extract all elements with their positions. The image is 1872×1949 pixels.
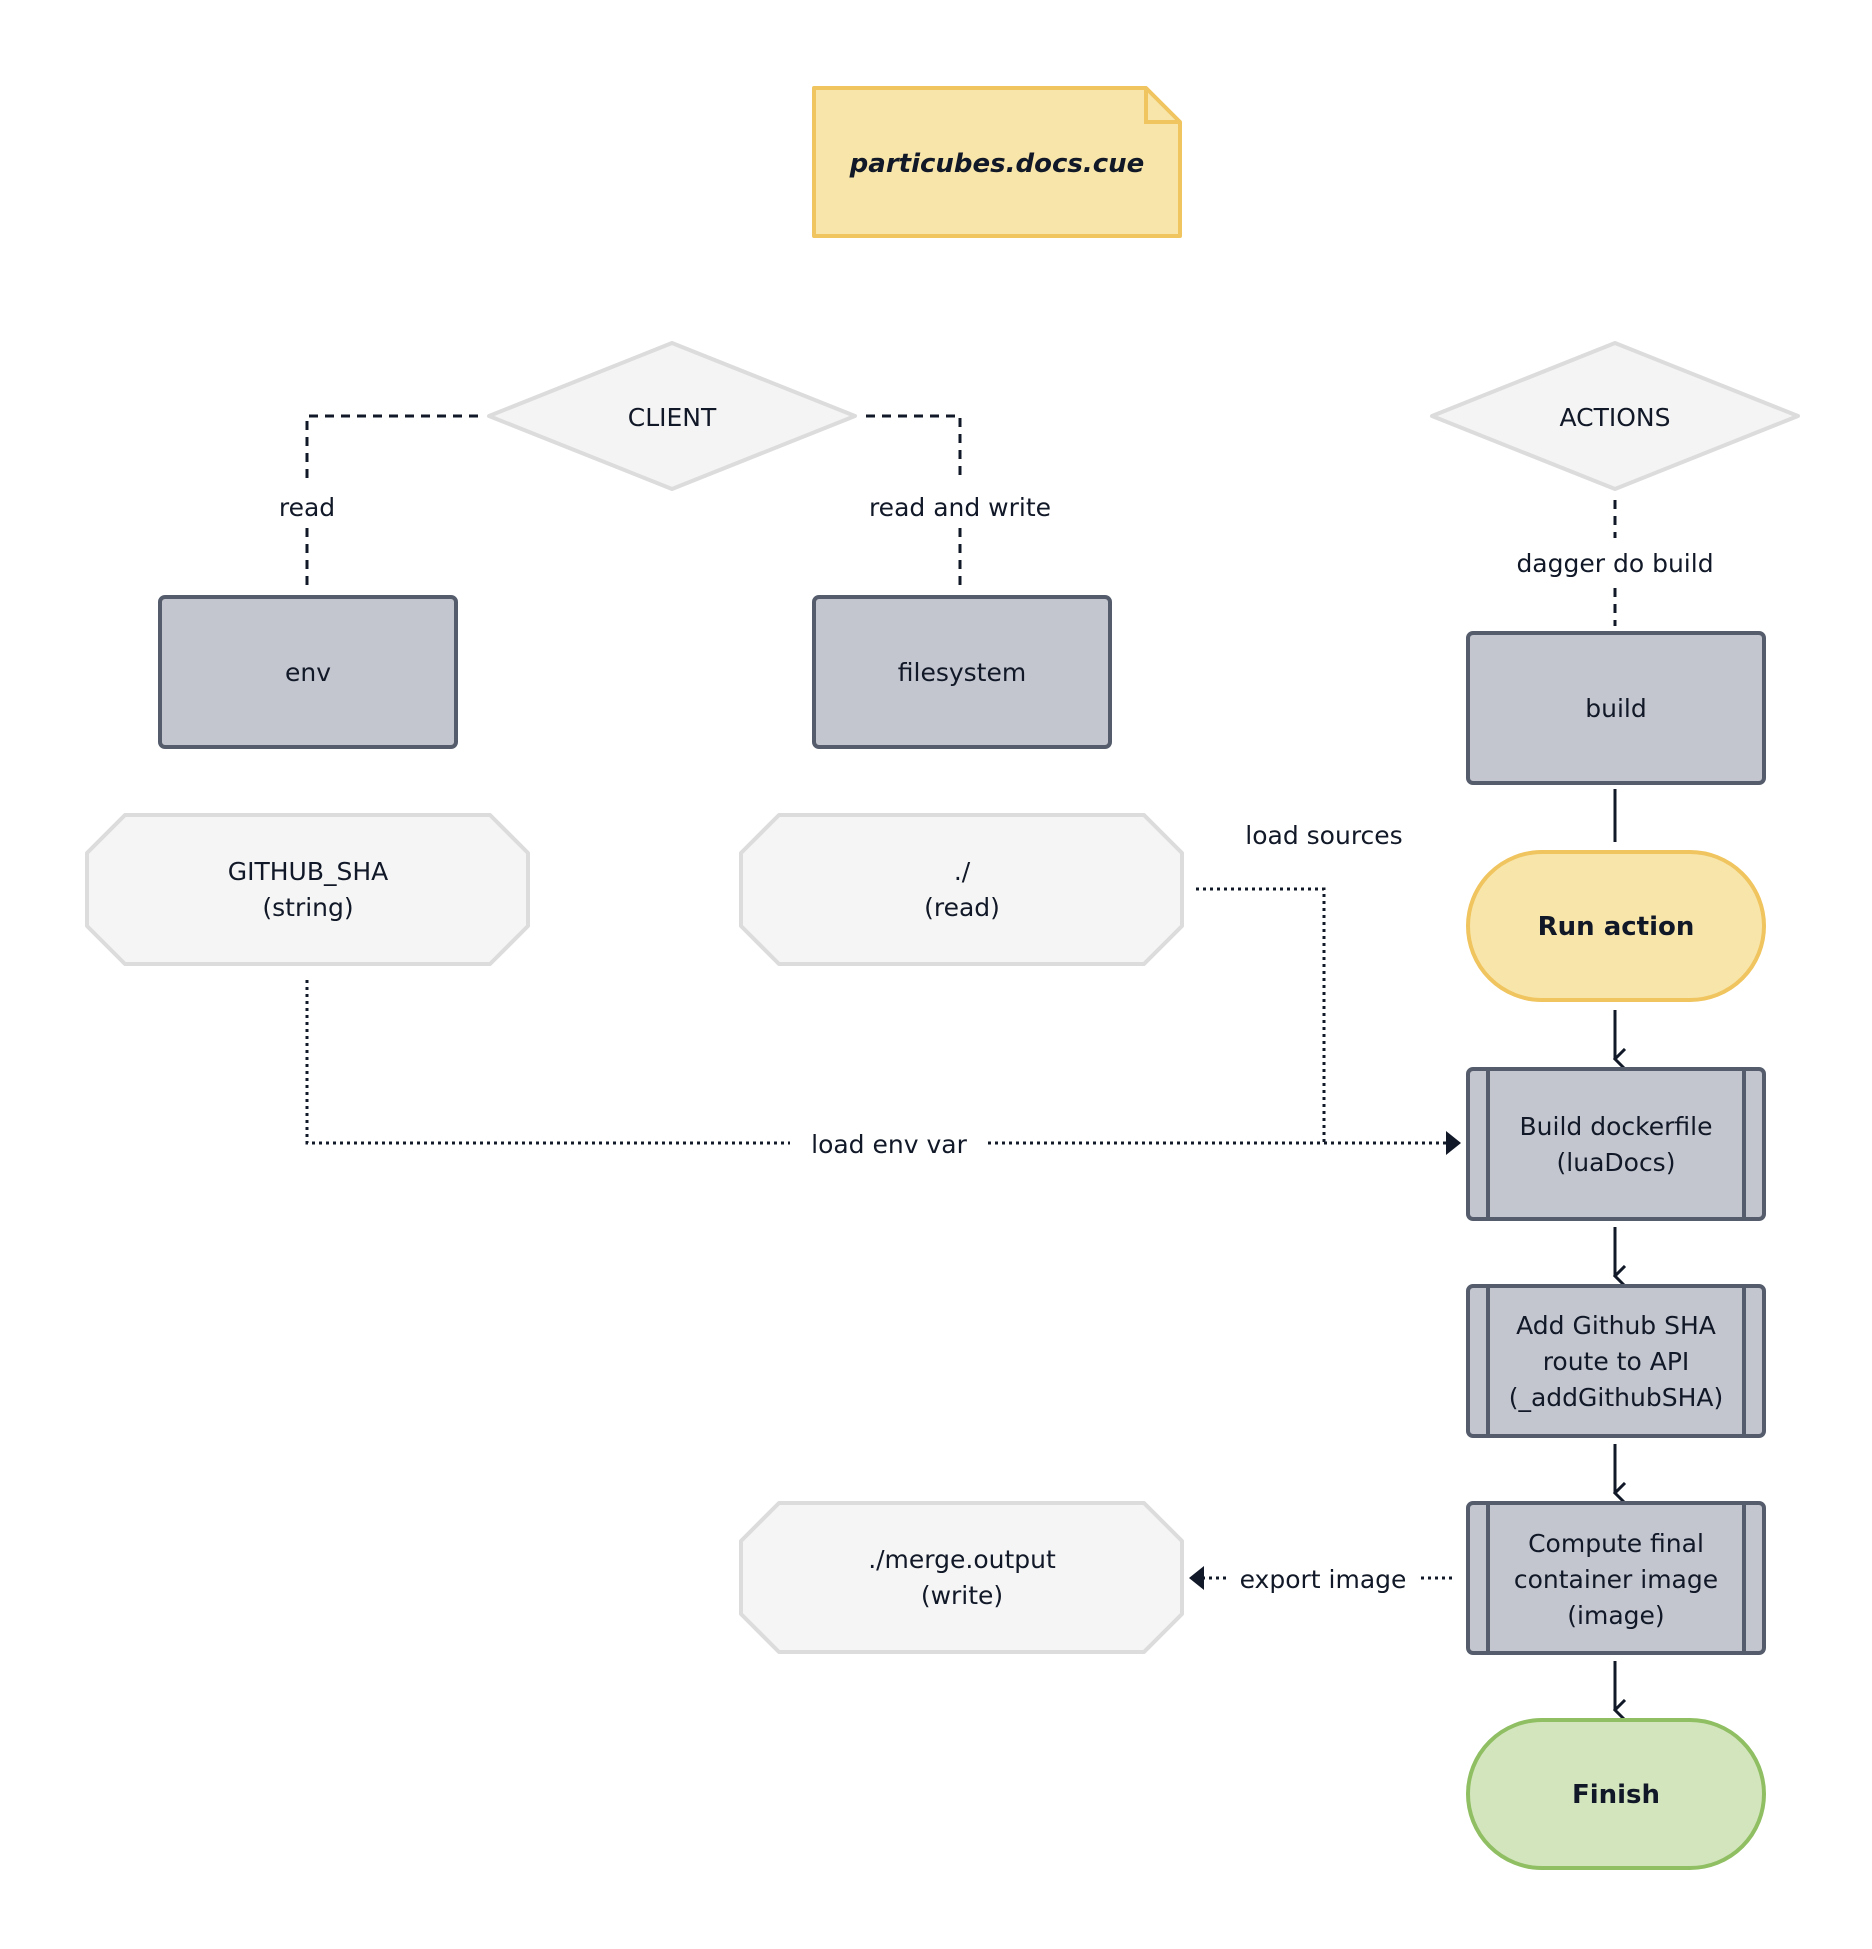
- actions-label: ACTIONS: [1559, 403, 1670, 432]
- dagger-command-label: dagger do build: [1516, 549, 1713, 578]
- client-diamond: CLIENT: [487, 341, 857, 491]
- load-env-var-arrowhead: [1446, 1131, 1461, 1155]
- filesystem-label: filesystem: [898, 658, 1026, 687]
- load-sources-label: load sources: [1245, 821, 1402, 850]
- add-sha-line3: (_addGithubSHA): [1509, 1383, 1724, 1412]
- title-note: particubes.docs.cue: [812, 86, 1182, 238]
- client-label: CLIENT: [628, 403, 717, 432]
- github-sha-line1: GITHUB_SHA: [228, 857, 389, 886]
- build-dockerfile-node: Build dockerfile (luaDocs): [1466, 1067, 1766, 1221]
- add-github-sha-node: Add Github SHA route to API (_addGithubS…: [1466, 1284, 1766, 1438]
- root-dir-line1: ./: [954, 857, 971, 886]
- merge-output-octagon: ./merge.output (write): [739, 1501, 1184, 1654]
- client-read-write-connector: [866, 414, 962, 590]
- merge-output-line2: (write): [921, 1581, 1003, 1610]
- env-box: env: [158, 595, 458, 749]
- client-read-connector: [305, 414, 478, 590]
- env-label: env: [285, 658, 331, 687]
- export-image-label: export image: [1240, 1565, 1407, 1594]
- read-write-label: read and write: [869, 493, 1051, 522]
- load-env-var-label: load env var: [811, 1130, 967, 1159]
- github-sha-octagon: GITHUB_SHA (string): [85, 813, 530, 966]
- build-box: build: [1466, 631, 1766, 785]
- build-dockerfile-line1: Build dockerfile: [1520, 1112, 1713, 1141]
- compute-image-line1: Compute final: [1528, 1529, 1704, 1558]
- load-sources-connector: [1196, 887, 1326, 1143]
- build-dockerfile-line2: (luaDocs): [1557, 1148, 1676, 1177]
- run-action-label: Run action: [1538, 912, 1695, 942]
- read-label: read: [279, 493, 335, 522]
- run-action-node: Run action: [1466, 850, 1766, 1002]
- root-dir-octagon: ./ (read): [739, 813, 1184, 966]
- title-text: particubes.docs.cue: [849, 149, 1145, 179]
- build-label: build: [1585, 694, 1646, 723]
- finish-node: Finish: [1466, 1718, 1766, 1870]
- compute-image-line2: container image: [1514, 1565, 1718, 1594]
- root-dir-line2: (read): [924, 893, 1000, 922]
- finish-label: Finish: [1572, 1780, 1660, 1810]
- github-sha-line2: (string): [262, 893, 353, 922]
- merge-output-line1: ./merge.output: [868, 1545, 1056, 1574]
- compute-image-node: Compute final container image (image): [1466, 1501, 1766, 1655]
- actions-diamond: ACTIONS: [1430, 341, 1800, 491]
- add-sha-line2: route to API: [1543, 1347, 1690, 1376]
- export-image-arrowhead: [1189, 1566, 1204, 1590]
- filesystem-box: filesystem: [812, 595, 1112, 749]
- compute-image-line3: (image): [1567, 1601, 1664, 1630]
- load-env-var-connector: [305, 980, 1446, 1145]
- add-sha-line1: Add Github SHA: [1516, 1311, 1716, 1340]
